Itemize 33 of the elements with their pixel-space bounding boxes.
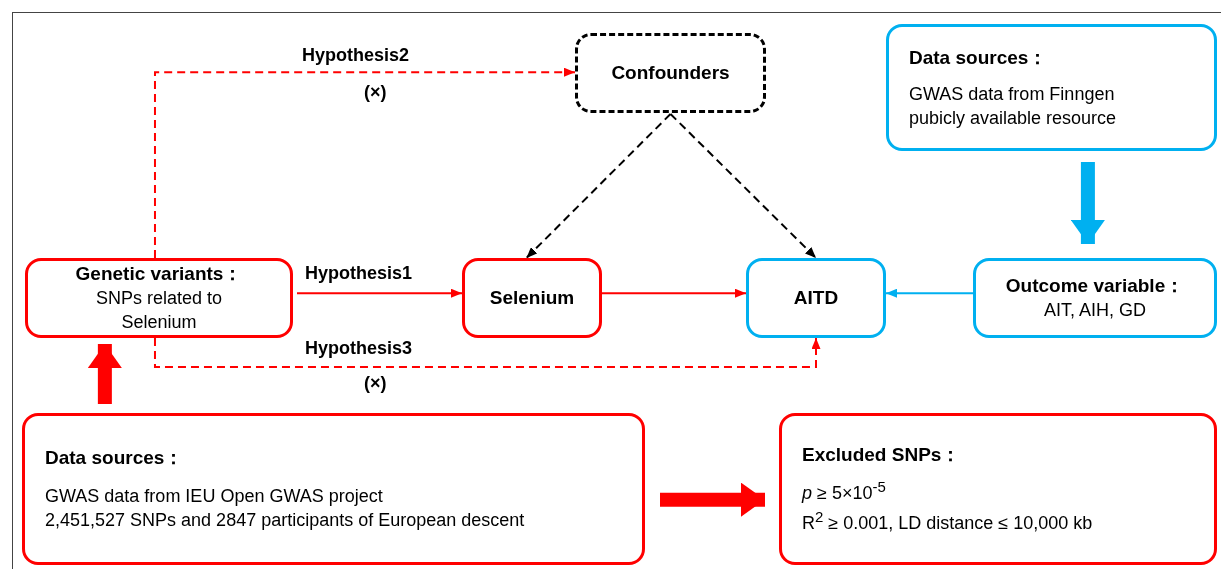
box-heading: Selenium bbox=[489, 286, 575, 310]
box-heading: Excluded SNPs： bbox=[802, 443, 961, 467]
box-heading: Data sources： bbox=[909, 45, 1048, 70]
confounder-box bbox=[575, 33, 766, 113]
box-heading: Data sources： bbox=[45, 446, 184, 470]
outcome-box bbox=[746, 258, 886, 338]
box-heading: Outcome variable： bbox=[1005, 274, 1185, 298]
arrow bbox=[296, 288, 463, 298]
outcome-box bbox=[973, 258, 1217, 338]
arrow bbox=[885, 288, 974, 298]
exposure-box bbox=[462, 258, 602, 338]
box-heading: Genetic variants： bbox=[75, 262, 243, 286]
box-text: AIT, AIH, GD bbox=[1044, 299, 1146, 322]
box-text: GWAS data from Finngen pubicly available resource bbox=[909, 82, 1118, 130]
box-heading: AITD bbox=[793, 286, 839, 310]
arrow bbox=[154, 337, 821, 368]
exposure-box bbox=[25, 258, 293, 338]
box-text: 2,451,527 SNPs and 2847 participants of European descent bbox=[45, 509, 525, 532]
arrow bbox=[601, 288, 747, 298]
block-arrow bbox=[87, 344, 122, 404]
criteria-box bbox=[779, 413, 1217, 565]
block-arrow bbox=[1070, 162, 1105, 244]
block-arrow bbox=[660, 482, 765, 517]
box-text: GWAS data from IEU Open GWAS project bbox=[45, 485, 383, 508]
data-source-box bbox=[886, 24, 1217, 151]
arrow bbox=[154, 67, 576, 259]
data-source-box bbox=[22, 413, 645, 565]
box-text: p ≥ 5×10$^{-5}$ bbox=[802, 477, 886, 505]
box-heading: Confounders bbox=[611, 61, 730, 85]
arrow bbox=[525, 113, 672, 259]
box-text: SNPs related to Selenium bbox=[94, 287, 224, 334]
arrow bbox=[669, 113, 817, 259]
box-text: R$^{2}$ ≥ 0.001, LD distance ≤ 10,000 kb bbox=[802, 507, 1093, 535]
